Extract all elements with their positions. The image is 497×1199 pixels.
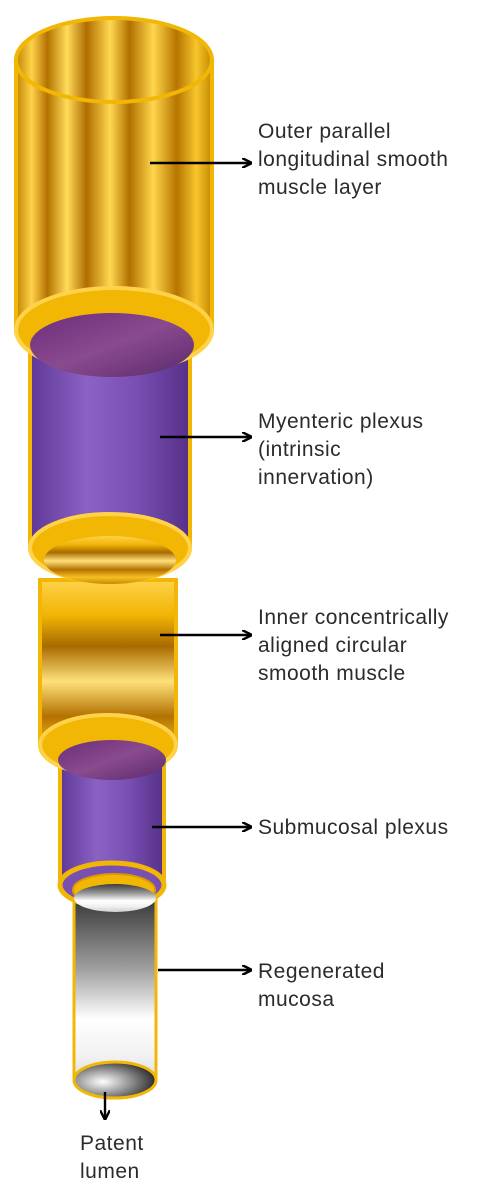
circular-muscle-tube <box>40 580 176 780</box>
label-myenteric-plexus: Myenteric plexus (intrinsic innervation) <box>258 408 424 492</box>
label-regenerated-mucosa: Regenerated mucosa <box>258 958 385 1014</box>
submucosal-plexus-tube <box>60 760 164 912</box>
mucosa-tube <box>74 900 156 1098</box>
label-submucosal-plexus: Submucosal plexus <box>258 814 449 842</box>
myenteric-plexus-tube <box>30 350 190 584</box>
label-patent-lumen: Patent lumen <box>80 1130 144 1186</box>
longitudinal-muscle-tube <box>16 18 212 377</box>
label-circular-muscle: Inner concentrically aligned circular sm… <box>258 604 449 688</box>
label-outer-muscle: Outer parallel longitudinal smooth muscl… <box>258 118 448 202</box>
lumen-opening <box>74 1062 156 1098</box>
